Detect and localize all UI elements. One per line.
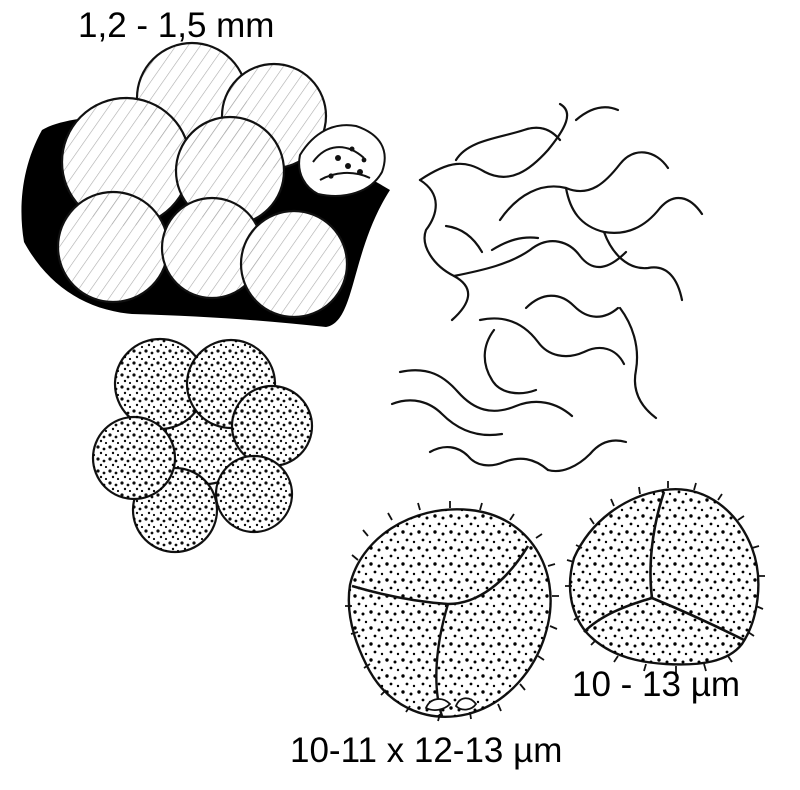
spore-left-size-label: 10-11 x 12-13 µm bbox=[290, 731, 563, 770]
spore-right-size-label: 10 - 13 µm bbox=[572, 665, 741, 704]
spore-aggregate bbox=[91, 337, 314, 554]
capillitium-network bbox=[390, 102, 704, 473]
sporocarp-cluster bbox=[21, 41, 391, 327]
sporocarp-size-label: 1,2 - 1,5 mm bbox=[78, 6, 275, 45]
peridium-fragment bbox=[298, 124, 386, 197]
spore-left bbox=[345, 501, 559, 722]
spore-right bbox=[565, 481, 765, 673]
